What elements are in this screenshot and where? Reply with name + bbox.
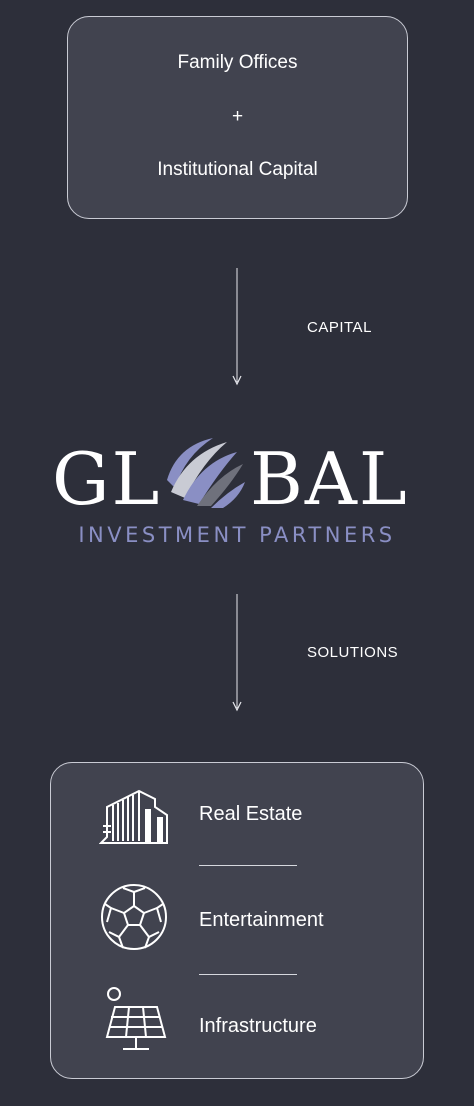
solar-panel-icon [105,987,167,1050]
source-institutional-capital: Institutional Capital [157,159,318,180]
logo-letters-gl: GL [52,437,161,516]
globe-icon [167,438,245,508]
global-logo: GL BAL [52,437,409,516]
logo-letters-bal: BAL [250,437,409,516]
capital-label: CAPITAL [307,319,372,336]
source-family-offices: Family Offices [177,52,298,73]
solution-infrastructure: Infrastructure [199,1015,317,1037]
solution-divider [199,974,297,975]
capital-arrow [232,268,242,386]
soccer-ball-icon [101,884,167,950]
solution-real-estate: Real Estate [199,803,303,825]
building-icon [99,789,168,844]
plus-sign: + [231,106,244,127]
solution-entertainment: Entertainment [199,909,324,931]
solution-divider [199,865,297,866]
solutions-arrow [232,594,242,712]
capital-sources-box: Family Offices + Institutional Capital [67,16,408,219]
solutions-label: SOLUTIONS [307,644,399,661]
logo-subtitle: INVESTMENT PARTNERS [78,523,396,547]
